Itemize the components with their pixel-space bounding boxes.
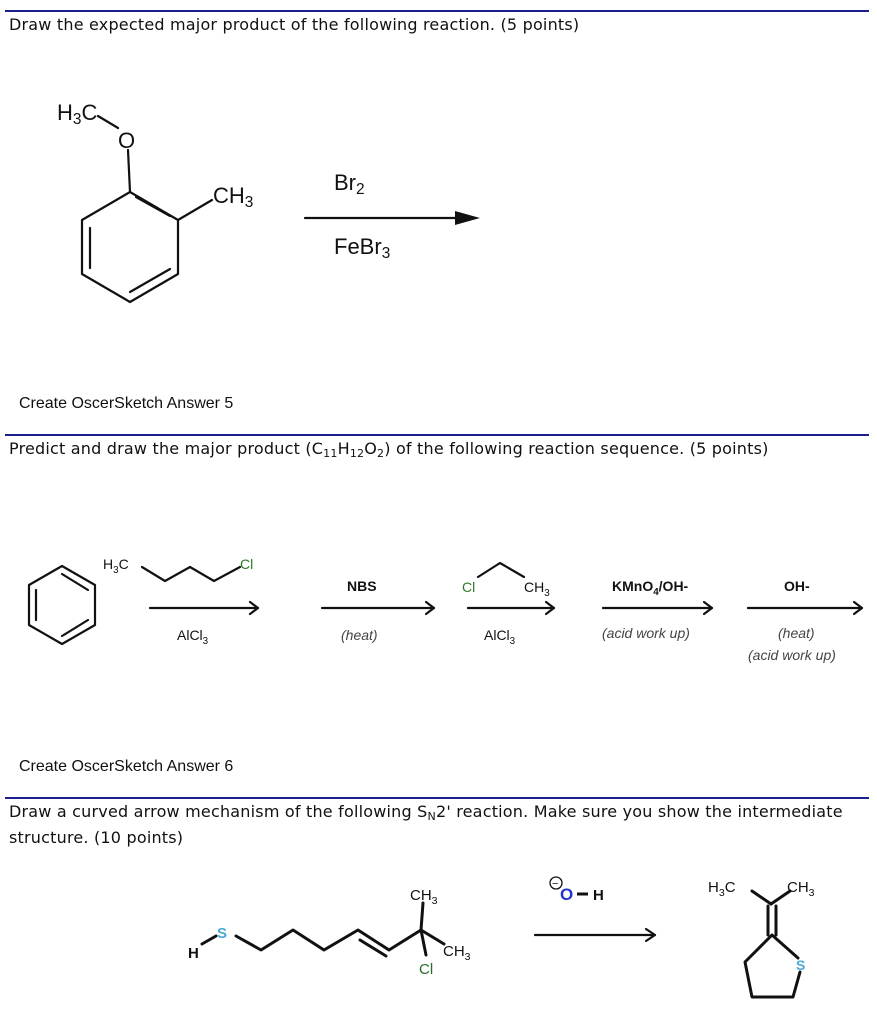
svg-text:S: S [796,957,805,973]
reagent-kmno4-oh: KMnO4/OH- [612,578,689,598]
reaction-arrow [533,927,657,943]
svg-text:O: O [118,128,135,153]
question-2-prompt: Predict and draw the major product (C11H… [9,439,769,460]
reagent-alcl3: AlCl3 [177,627,209,647]
svg-text:H: H [593,887,604,904]
condition-heat: (heat) [341,627,378,643]
svg-text:CH3: CH3 [524,579,550,599]
svg-text:CH3: CH3 [787,879,815,899]
reagent-alcl3: AlCl3 [484,627,516,647]
svg-text:S: S [217,925,227,942]
svg-text:H3C: H3C [708,879,736,899]
svg-text:H3C: H3C [57,100,97,128]
thiolane-product: H3C CH3 S [708,879,815,999]
methoxytoluene-structure: H3C O CH3 [57,100,253,304]
reagent-nbs: NBS [347,578,377,594]
svg-text:Cl: Cl [419,961,433,978]
svg-text:−: − [552,878,558,890]
section-divider [5,10,869,12]
condition-acid-workup: (acid work up) [602,625,690,641]
condition-acid-workup: (acid work up) [748,647,836,663]
svg-text:CH3: CH3 [443,943,471,963]
section-divider [5,434,869,436]
reaction-arrow [303,211,480,225]
hydroxide-reagent: − O H [549,876,604,904]
condition-heat: (heat) [778,625,815,641]
sequence-arrows [148,600,864,616]
reagent-hydroxide: OH- [784,578,810,594]
section-divider [5,797,869,799]
create-answer-6-link[interactable]: Create OscerSketch Answer 6 [19,758,234,775]
thiol-alkene-reactant: H S CH3 CH3 Cl [188,887,471,978]
svg-text:CH3: CH3 [213,183,253,211]
svg-text:Cl: Cl [462,579,475,595]
svg-text:CH3: CH3 [410,887,438,907]
svg-text:H: H [188,945,199,962]
svg-text:Cl: Cl [240,556,253,572]
svg-text:O: O [560,885,573,904]
svg-text:H3C: H3C [103,556,129,576]
reagent-br2: Br2 [334,170,365,198]
chloroethane-reagent: Cl CH3 [462,561,550,599]
question-1-prompt: Draw the expected major product of the f… [9,15,580,34]
create-answer-5-link[interactable]: Create OscerSketch Answer 5 [19,395,234,412]
reagent-febr3: FeBr3 [334,234,390,262]
benzene-structure [27,564,97,646]
question-3-prompt: Draw a curved arrow mechanism of the fol… [9,802,843,847]
chlorobutane-reagent: H3C Cl [103,556,253,583]
